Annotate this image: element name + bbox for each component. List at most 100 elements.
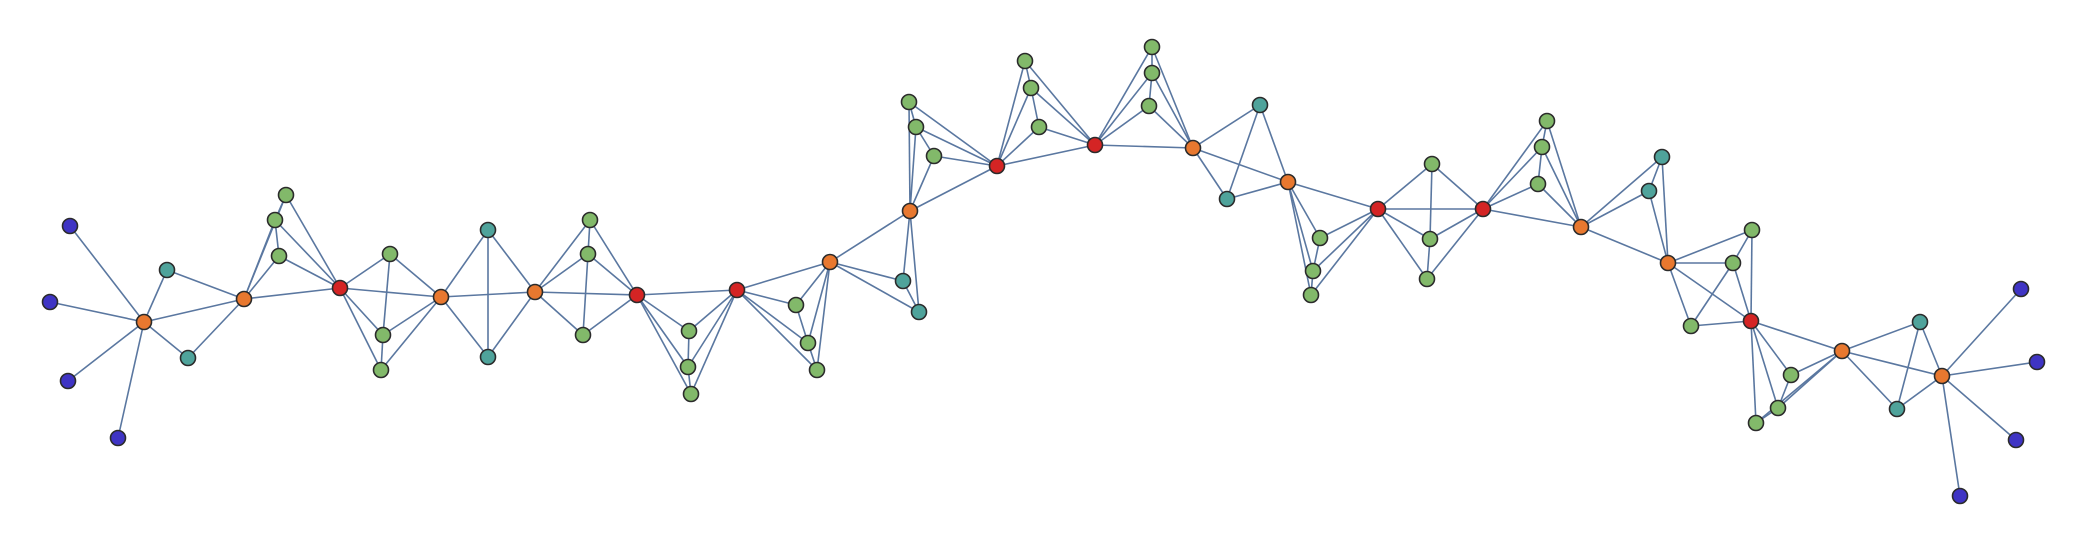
edge-o6-g17 [909,126,917,212]
node-secondary-leaf-t7 [1251,96,1269,114]
edge-o1-b4 [117,321,145,439]
edge-r6-g30 [1377,208,1428,280]
edge-g35-r8 [1732,262,1752,322]
edge-o4-g7 [534,219,591,293]
edge-r2-g10 [636,294,690,332]
node-secondary-leaf-t8 [1218,190,1236,208]
node-leaf-g28 [1423,155,1441,173]
node-connector-o11 [1833,342,1851,360]
node-leaf-g30 [1418,270,1436,288]
node-leaf-g29 [1421,230,1439,248]
edges-layer [49,46,2038,497]
edge-r1-o3 [339,287,442,298]
edge-r2-g11 [636,294,689,368]
node-leaf-g32 [1533,138,1551,156]
edge-r8-g39 [1750,320,1757,424]
node-secondary-leaf-t12 [1888,400,1906,418]
node-terminal-b4 [109,429,127,447]
edge-r7-g32 [1482,146,1543,210]
edge-o10-r8 [1667,262,1752,322]
edge-t9-o10 [1661,156,1669,264]
edge-g18-r4 [933,155,998,167]
node-secondary-leaf-t1 [158,261,176,279]
edge-o3-t3 [440,229,489,298]
node-leaf-g2 [266,211,284,229]
node-leaf-g20 [1022,79,1040,97]
edge-r8-g38 [1750,320,1779,409]
edge-o2-r1 [243,287,341,300]
edge-o11-t12 [1841,350,1898,410]
edge-g23-o7 [1151,72,1194,149]
edge-g4-o3 [389,253,442,298]
node-hub-r7 [1474,200,1492,218]
edge-r5-o7 [1094,144,1194,149]
edge-g20-r5 [1030,87,1096,146]
node-secondary-leaf-t6 [910,303,928,321]
edge-g9-r2 [582,294,638,336]
node-connector-o1 [135,313,153,331]
edge-o2-g2 [243,219,276,300]
edge-g4-g5 [382,253,391,336]
edge-o7-t8 [1192,147,1228,200]
node-secondary-leaf-t11 [1911,313,1929,331]
edge-g5-o3 [382,296,442,336]
edge-g27-r6 [1310,208,1379,296]
edge-o1-b1 [69,225,145,323]
edge-g29-r7 [1429,208,1484,240]
node-leaf-g1 [277,186,295,204]
edge-r6-g28 [1377,163,1433,210]
node-terminal-b7 [2007,431,2025,449]
edge-g31-o9 [1546,120,1582,228]
node-leaf-g9 [574,326,592,344]
node-connector-o6 [901,202,919,220]
edge-t10-o10 [1648,190,1669,264]
edge-g25-r6 [1319,208,1379,239]
edge-r2-r3 [636,289,738,296]
edge-r3-g13 [736,289,797,306]
edge-o6-g18 [909,155,935,212]
edge-r7-g33 [1482,183,1539,210]
node-leaf-g7 [581,211,599,229]
edge-g7-r2 [589,219,638,296]
edge-r7-g31 [1482,120,1548,210]
node-hub-r8 [1742,312,1760,330]
node-terminal-b8 [1951,487,1969,505]
edge-g10-r3 [688,289,738,332]
node-connector-o3 [432,288,450,306]
edge-t8-o8 [1226,181,1289,200]
edge-r8-o11 [1750,320,1843,352]
edge-r8-g37 [1750,320,1792,376]
node-secondary-leaf-t9 [1653,148,1671,166]
node-secondary-leaf-t3 [479,221,497,239]
node-leaf-g18 [925,147,943,165]
edge-r2-g12 [636,294,692,395]
edge-g2-r1 [274,219,341,289]
edge-t11-t12 [1896,321,1921,410]
edge-g28-r7 [1431,163,1484,210]
edge-r6-g29 [1377,208,1431,240]
node-leaf-g27 [1302,286,1320,304]
edge-o4-g8 [534,253,589,293]
edge-r5-g22 [1094,46,1153,146]
edge-r4-g20 [996,87,1032,167]
edge-g36-r8 [1690,320,1752,327]
edge-o11-t11 [1841,321,1921,352]
node-leaf-g14 [799,334,817,352]
node-hub-r5 [1086,136,1104,154]
node-connector-o10 [1659,254,1677,272]
node-leaf-g22 [1143,38,1161,56]
edge-g14-o5 [807,261,831,344]
edge-g6-o3 [380,296,442,371]
node-terminal-b6 [2028,353,2046,371]
node-leaf-g25 [1311,229,1329,247]
edge-t2-o2 [187,298,245,359]
edge-r3-g14 [736,289,809,344]
node-secondary-leaf-t4 [479,348,497,366]
edge-r4-r5 [996,144,1096,167]
edge-o1-b3 [67,321,145,382]
node-terminal-b3 [59,372,77,390]
node-hub-r3 [728,281,746,299]
node-leaf-g15 [808,361,826,379]
edge-o8-g27 [1287,181,1312,296]
edge-o12-b7 [1941,375,2017,441]
